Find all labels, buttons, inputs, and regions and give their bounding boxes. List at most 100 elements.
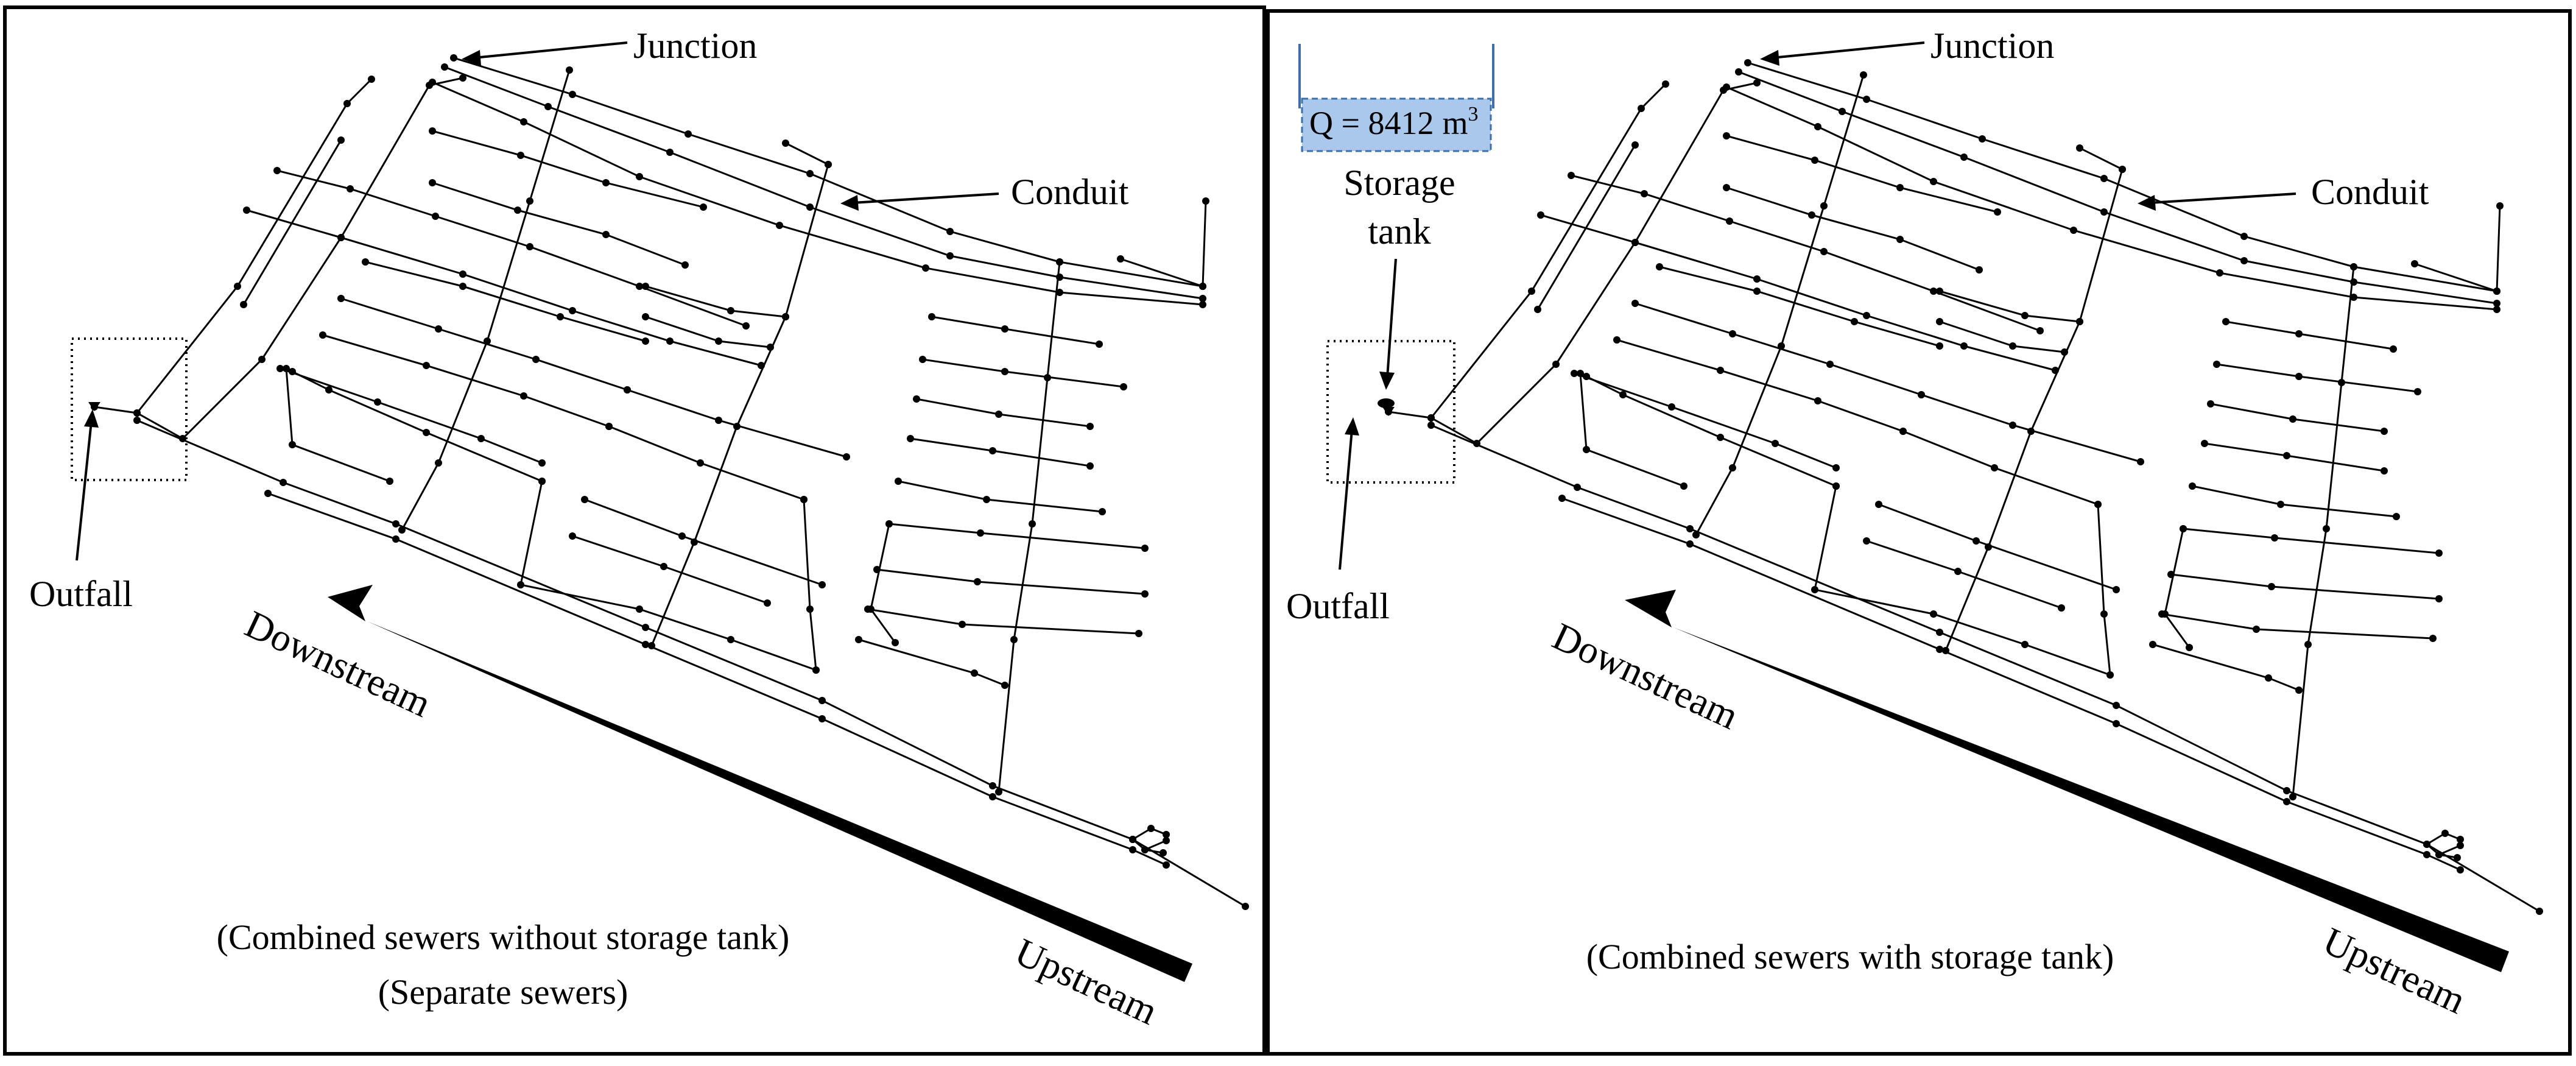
junction-node (782, 313, 789, 320)
conduit-segment (1939, 290, 2080, 323)
junction-node (946, 228, 954, 235)
junction-node (2295, 687, 2303, 694)
junction-node (1686, 525, 1694, 532)
junction-node (2457, 842, 2464, 849)
junction-node (1772, 440, 1779, 447)
junction-node (2268, 583, 2275, 590)
conduit-segment (2183, 528, 2440, 554)
junction-node (636, 605, 643, 613)
junction-node (1568, 172, 1575, 179)
junction-node (1163, 831, 1170, 838)
junction-node (2021, 641, 2029, 648)
junction-node (2113, 586, 2120, 593)
conduit-segment (322, 334, 610, 428)
junction-node (1753, 275, 1761, 283)
junction-node (1942, 647, 1949, 654)
junction-node (1832, 482, 1840, 490)
junction-node (2493, 288, 2500, 295)
conduit-segment (870, 523, 896, 643)
junction-node (666, 149, 674, 156)
junction-node (919, 356, 926, 363)
junction-node (660, 563, 667, 570)
junction-node (2423, 851, 2430, 858)
junction-node (1820, 202, 1828, 210)
junction-node (1811, 586, 1818, 593)
conduit-segment (608, 425, 804, 501)
junction-node (2189, 482, 2196, 490)
junction-node (684, 130, 692, 138)
junction-node (429, 127, 436, 135)
junction-node (2061, 348, 2068, 356)
junction-node (289, 441, 296, 448)
junction-node (280, 479, 287, 486)
conduit-segment (2192, 485, 2397, 518)
conduit-segment (1616, 339, 1904, 432)
conduit-segment (1726, 186, 1980, 271)
junction-node (1723, 132, 1730, 139)
junction-node (812, 666, 820, 674)
junction-node (1199, 295, 1206, 302)
conduit-segment (2292, 266, 2355, 797)
junction-node (1930, 288, 1937, 295)
junction-node (1613, 336, 1621, 344)
conduit-segment (2496, 205, 2501, 292)
junction-node (922, 264, 929, 272)
junction-node (276, 365, 284, 372)
junction-node (1863, 312, 1870, 319)
junction-node (995, 411, 1002, 418)
conduit-segment (340, 297, 628, 391)
junction-node (928, 313, 935, 320)
junction-node (2496, 202, 2504, 210)
conduit-segment (1726, 135, 1998, 213)
junction-node (1120, 383, 1127, 390)
junction-node (2435, 595, 2443, 602)
junction-node (1832, 464, 1840, 471)
caption-line-2: (Separate sewers) (378, 972, 628, 1012)
junction-node (386, 478, 393, 485)
junction-node (2423, 841, 2430, 848)
junction-node (273, 167, 281, 174)
junction-node (855, 636, 862, 643)
junction-node (727, 307, 734, 314)
junction-callout: Junction (462, 26, 757, 66)
junction-node (989, 793, 996, 800)
junction-node (1574, 484, 1581, 491)
conduit-segment (1574, 372, 1837, 469)
junction-node (441, 63, 448, 71)
junction-node (2381, 428, 2388, 435)
junction-node (1558, 495, 1566, 502)
junction-node (782, 139, 789, 147)
junction-node (642, 313, 649, 320)
junction-node (742, 322, 750, 330)
conduit-segment (276, 169, 747, 327)
junction-node (1814, 123, 1821, 130)
junction-node (1729, 330, 1736, 337)
junction-node (538, 478, 546, 485)
junction-node (727, 636, 734, 643)
junction-node (715, 417, 722, 424)
junction-node (240, 301, 247, 308)
junction-node (2113, 720, 2120, 727)
junction-node (325, 386, 333, 394)
junction-node (1899, 428, 1907, 435)
junction-node (2052, 367, 2059, 374)
junction-node (983, 496, 990, 503)
junction-node (2414, 388, 2421, 395)
sewer-network (88, 54, 1249, 910)
junction-node (133, 409, 141, 417)
junction-node (1552, 361, 1560, 368)
conduit-segment (242, 139, 342, 305)
junction-node (2283, 798, 2290, 805)
junction-node (2390, 345, 2397, 353)
junction-node (946, 252, 954, 259)
junction-node (602, 179, 610, 186)
junction-node (2213, 361, 2220, 368)
storage-tank-label-line2: tank (1368, 211, 1431, 252)
junction-node (179, 435, 186, 442)
conduit-segment (650, 164, 829, 646)
junction-node (374, 398, 381, 406)
caption-line-1: (Combined sewers without storage tank) (217, 917, 790, 957)
conduit-segment (432, 182, 686, 266)
junction-node (1641, 190, 1648, 197)
